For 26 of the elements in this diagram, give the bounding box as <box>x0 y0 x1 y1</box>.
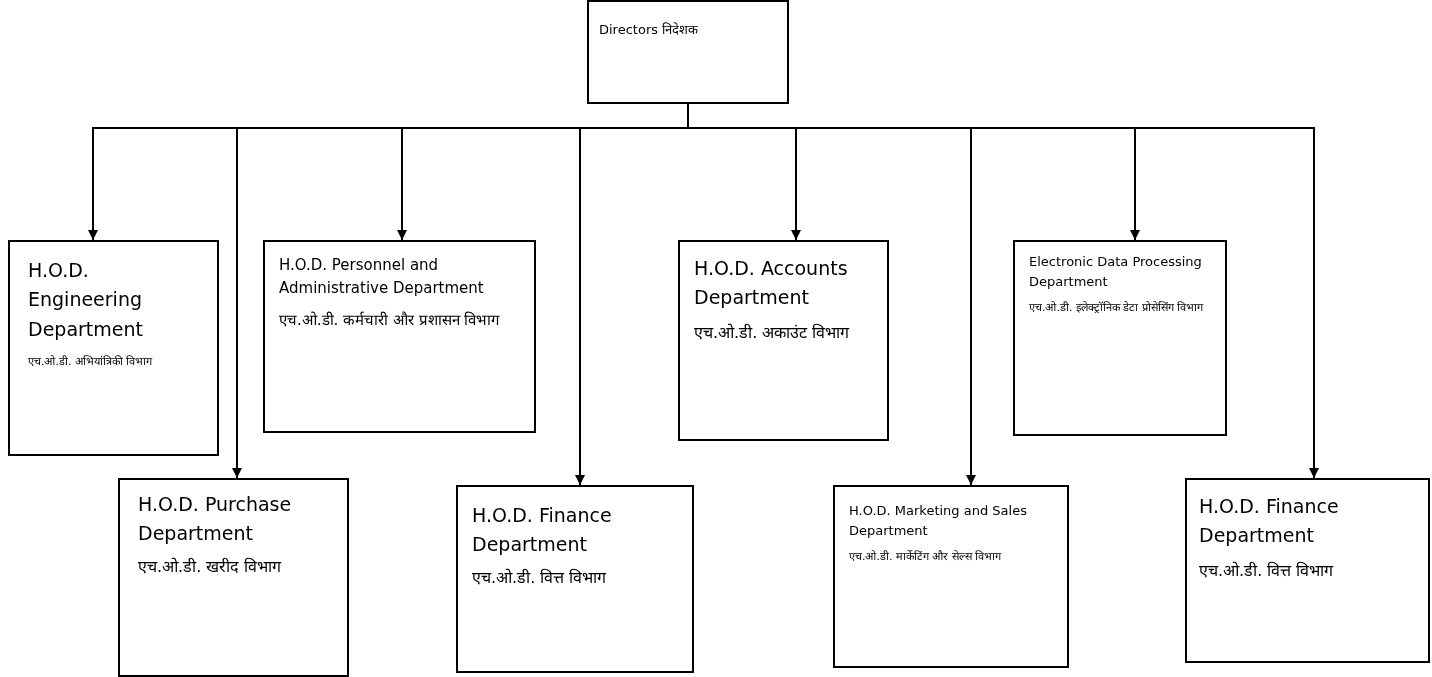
box-title: H.O.D. Purchase Department <box>138 492 293 547</box>
box-subtitle: एच.ओ.डी. खरीद विभाग <box>138 555 283 578</box>
box-title: H.O.D. Engineering Department <box>28 258 144 342</box>
box-subtitle: एच.ओ.डी. मार्केटिंग और सेल्स विभाग <box>849 549 1003 566</box>
box-title: H.O.D. Personnel and Administrative Department <box>279 255 485 300</box>
org-box <box>456 485 694 673</box>
box-title: H.O.D. Accounts Department <box>694 256 849 311</box>
box-title: Directors निदेशक <box>599 21 700 39</box>
org-box <box>1013 240 1227 436</box>
box-subtitle: एच.ओ.डी. अकाउंट विभाग <box>694 321 851 344</box>
org-box <box>118 478 349 677</box>
org-box <box>587 0 789 104</box>
box-title: H.O.D. Finance Department <box>472 503 613 558</box>
org-box <box>833 485 1069 668</box>
org-box <box>1185 478 1430 663</box>
box-subtitle: एच.ओ.डी. कर्मचारी और प्रशासन विभाग <box>279 309 501 331</box>
box-title: H.O.D. Finance Department <box>1199 494 1340 549</box>
box-subtitle: एच.ओ.डी. इलेक्ट्रॉनिक डेटा प्रोसेसिंग विभाग <box>1029 300 1205 317</box>
box-title: Electronic Data Processing Department <box>1029 253 1203 292</box>
box-subtitle: एच.ओ.डी. वित्त विभाग <box>1199 559 1335 582</box>
org-box <box>263 240 536 433</box>
box-subtitle: एच.ओ.डी. अभियांत्रिकी विभाग <box>28 354 154 371</box>
box-subtitle: एच.ओ.डी. वित्त विभाग <box>472 566 608 589</box>
org-box <box>8 240 219 456</box>
box-title: H.O.D. Marketing and Sales Department <box>849 502 1028 541</box>
org-box <box>678 240 889 441</box>
